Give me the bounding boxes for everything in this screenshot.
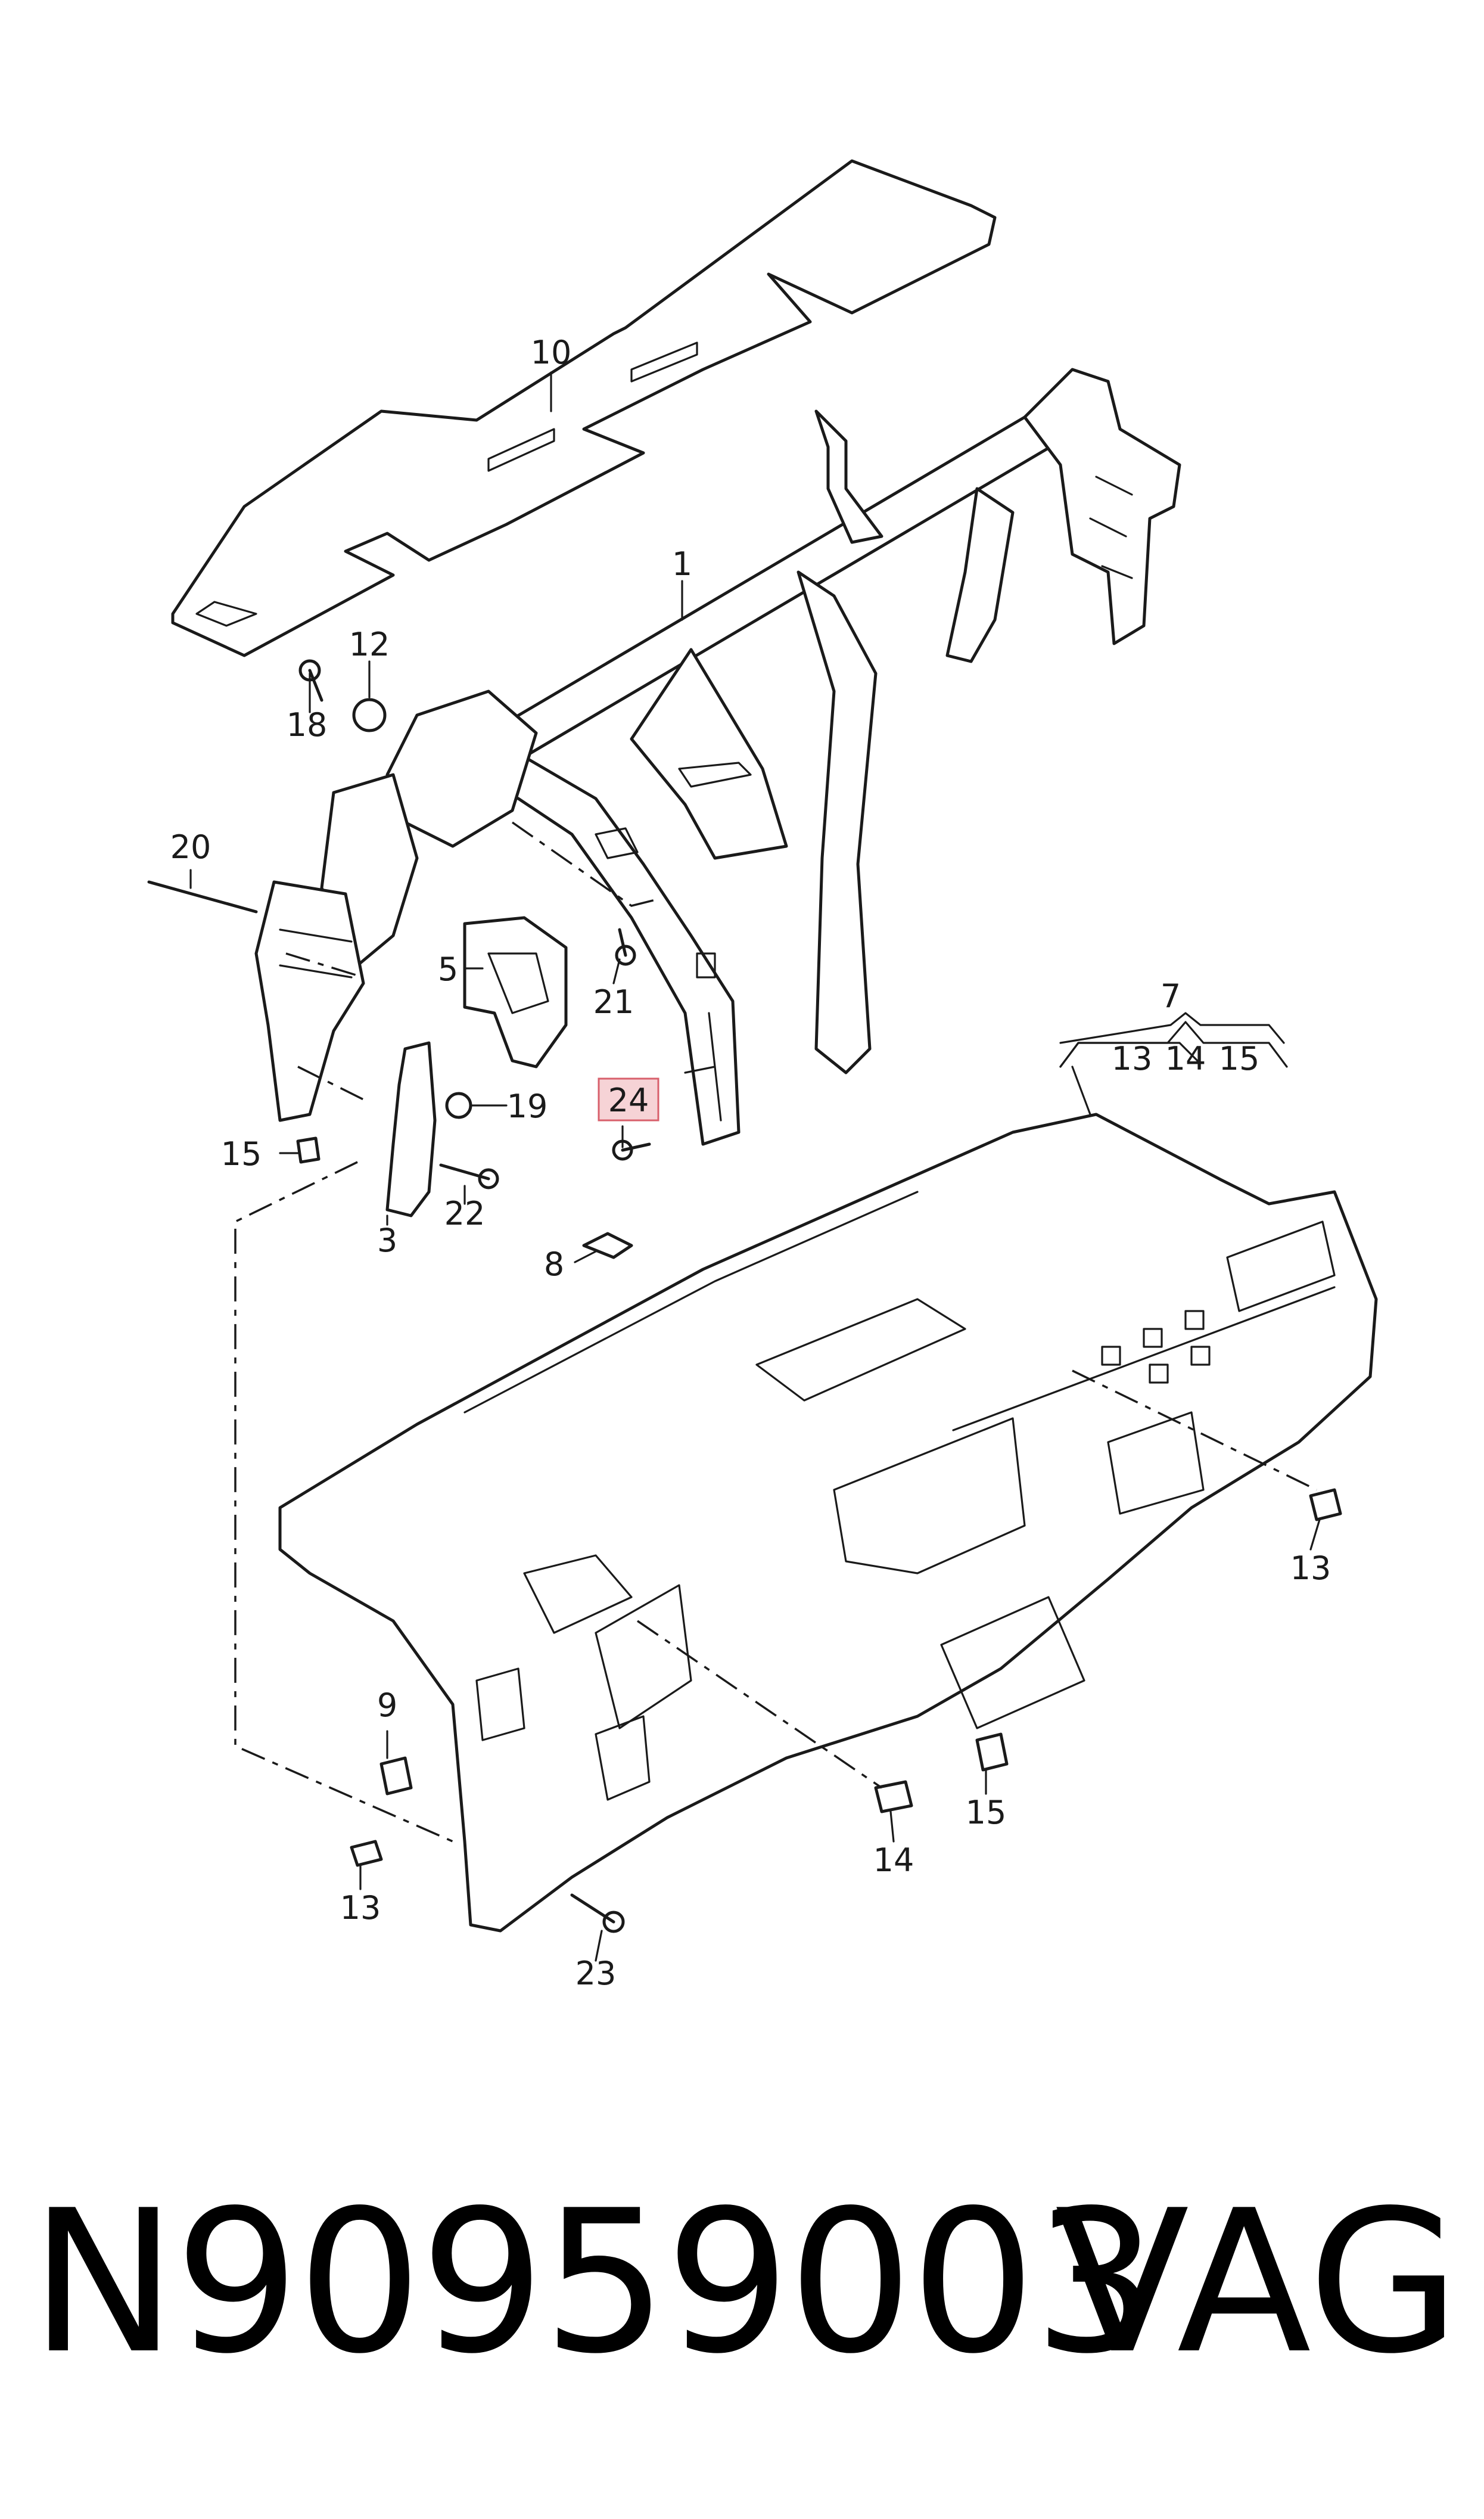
callout-23: 23 <box>575 1955 617 1992</box>
callout-18: 18 <box>287 706 328 744</box>
clip-13-right <box>1309 1488 1342 1521</box>
callout-labels: 1 3 5 7 13 14 15 8 9 10 12 13 13 14 15 1… <box>170 334 1331 1992</box>
callout-10: 10 <box>531 334 572 371</box>
callout-9: 9 <box>377 1686 397 1724</box>
clip-15-left <box>296 1136 321 1164</box>
assembly-guide-lines <box>234 821 1317 1843</box>
callout-24: 24 <box>608 1082 649 1119</box>
callout-20: 20 <box>170 828 211 866</box>
callout-1: 1 <box>672 545 692 583</box>
callout-14: 14 <box>873 1841 914 1879</box>
support-bracket-part <box>385 1041 437 1217</box>
fasteners <box>147 659 1342 1933</box>
clip-15-right <box>975 1732 1009 1772</box>
callout-7: 7 <box>1161 977 1181 1015</box>
clip-9 <box>379 1756 413 1796</box>
callout-19: 19 <box>507 1088 548 1125</box>
part-7-brace <box>1059 1021 1288 1068</box>
callout-7-sub-13: 13 <box>1112 1040 1153 1077</box>
callout-7-sub-14: 14 <box>1165 1040 1206 1077</box>
nut-19 <box>445 1092 472 1119</box>
callout-7-sub-15: 15 <box>1219 1040 1260 1077</box>
footer: N90959003 VAG <box>0 2157 1484 2408</box>
clip-8 <box>582 1232 633 1259</box>
parts-diagram: 1 3 5 7 13 14 15 8 9 10 12 13 13 14 15 1… <box>147 159 1378 1992</box>
callout-5: 5 <box>438 951 458 988</box>
callout-13-right: 13 <box>1290 1549 1331 1587</box>
callout-22: 22 <box>444 1195 486 1232</box>
callout-15-right: 15 <box>966 1794 1007 1831</box>
insulation-panel-part <box>171 159 997 657</box>
callout-13-left: 13 <box>340 1889 381 1927</box>
cross-member-part <box>254 368 1181 1146</box>
callout-12: 12 <box>349 626 390 663</box>
callout-15-left: 15 <box>221 1135 262 1173</box>
callout-8: 8 <box>544 1245 564 1283</box>
dashboard-panel-part <box>278 1113 1378 1933</box>
clip-14 <box>874 1780 913 1813</box>
callout-21: 21 <box>593 983 634 1021</box>
mounting-bracket-part <box>463 916 568 1069</box>
brand-label: VAG <box>1054 2168 1460 2397</box>
callout-3: 3 <box>377 1222 397 1259</box>
callout-24-highlight <box>598 1077 659 1122</box>
part-number: N90959003 <box>30 2168 1159 2397</box>
clip-13-left <box>350 1840 383 1867</box>
nut-12 <box>352 698 387 732</box>
